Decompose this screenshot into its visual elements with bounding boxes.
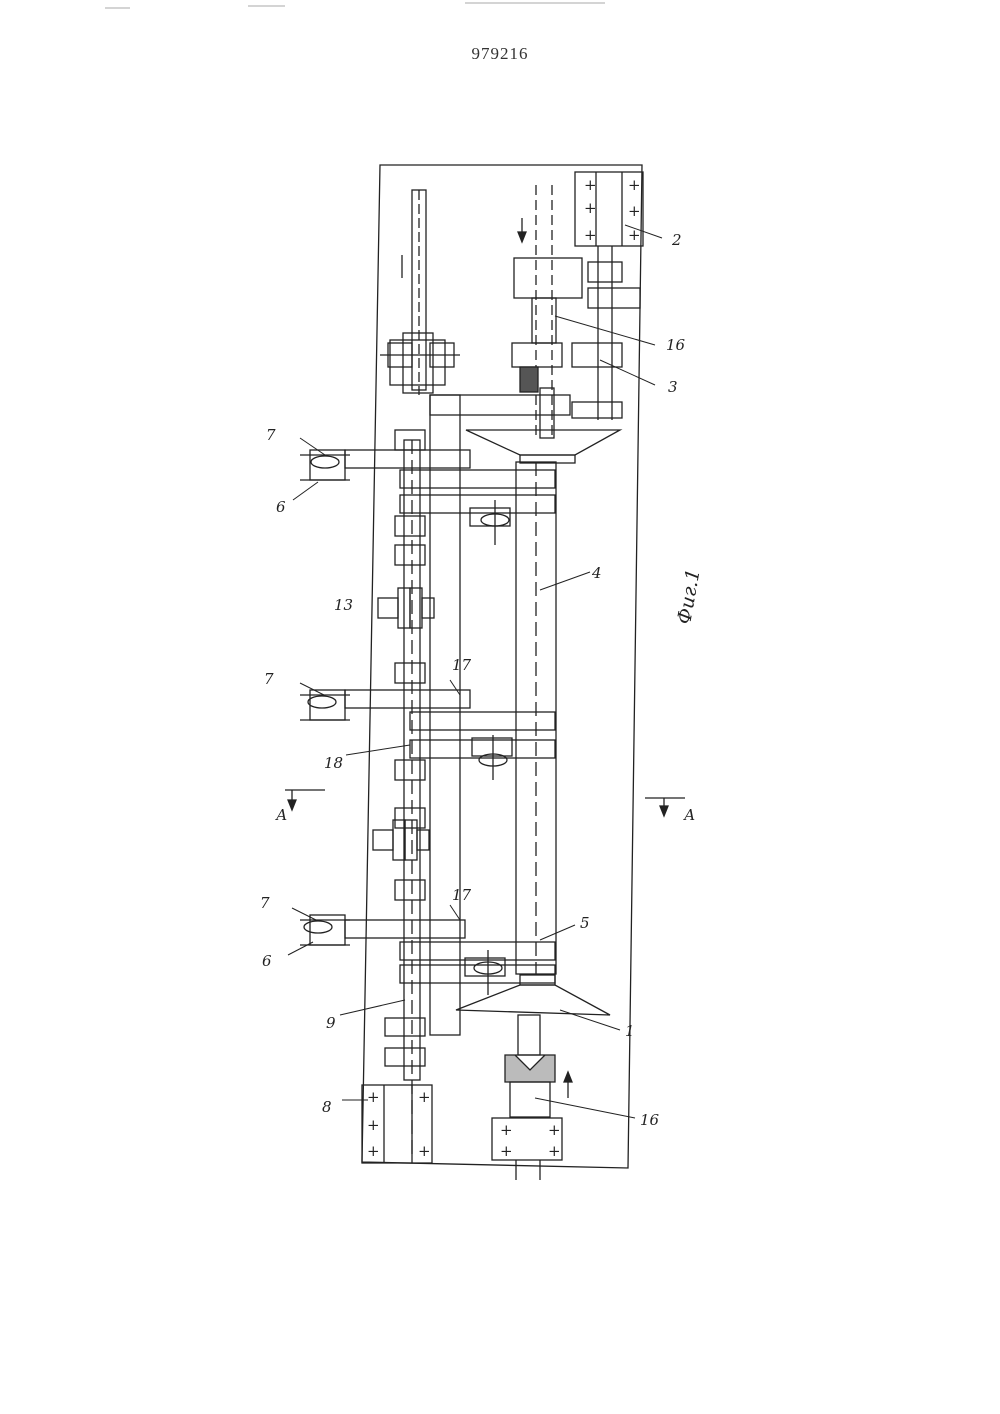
upper-rod xyxy=(390,190,445,395)
shaft-long-left xyxy=(404,395,460,1160)
svg-text:+: + xyxy=(628,202,641,220)
svg-text:+: + xyxy=(584,176,597,194)
figure-caption: Фиг.1 xyxy=(673,567,704,626)
svg-text:+: + xyxy=(500,1121,513,1139)
disk-lower-1 xyxy=(456,985,610,1015)
label-7-middle: 7 xyxy=(264,670,274,688)
sprocket-top xyxy=(380,343,460,367)
svg-text:+: + xyxy=(367,1142,380,1160)
label-3: 3 xyxy=(668,378,678,396)
crank-lower xyxy=(300,915,555,995)
label-13: 13 xyxy=(334,596,353,614)
label-1: 1 xyxy=(625,1022,635,1040)
svg-text:+: + xyxy=(548,1121,561,1139)
bearing-block-2: + + + + + + xyxy=(575,172,643,246)
label-7-lower: 7 xyxy=(260,894,270,912)
shaft-16-lower: + + + + xyxy=(492,1015,562,1180)
label-16-upper: 16 xyxy=(666,336,686,354)
svg-text:+: + xyxy=(367,1116,380,1134)
svg-text:+: + xyxy=(500,1142,513,1160)
scan-marks xyxy=(105,3,605,8)
bearing-block-8: + + + + + xyxy=(362,1085,432,1163)
direction-arrows xyxy=(402,218,572,1098)
svg-text:+: + xyxy=(584,226,597,244)
label-5: 5 xyxy=(580,914,590,932)
link-top xyxy=(430,395,570,415)
crank-upper xyxy=(300,450,555,545)
label-6-upper: 6 xyxy=(276,498,286,516)
label-16-lower: 16 xyxy=(640,1111,660,1129)
leader-lines xyxy=(288,225,662,1118)
svg-text:+: + xyxy=(418,1142,431,1160)
svg-text:+: + xyxy=(584,199,597,217)
label-9: 9 xyxy=(326,1014,336,1032)
svg-text:+: + xyxy=(418,1088,431,1106)
label-17-upper: 17 xyxy=(452,656,472,674)
section-label-left: А xyxy=(275,806,287,824)
label-4: 4 xyxy=(591,564,602,582)
disk-upper xyxy=(466,430,620,455)
section-line xyxy=(285,790,685,816)
main-shaft-4 xyxy=(516,462,556,974)
svg-text:+: + xyxy=(367,1088,380,1106)
svg-text:+: + xyxy=(628,176,641,194)
sprocket-13-upper xyxy=(378,588,434,628)
section-label-right: А xyxy=(683,806,695,824)
label-8: 8 xyxy=(322,1098,332,1116)
label-17-lower: 17 xyxy=(452,886,472,904)
label-2: 2 xyxy=(671,231,682,249)
label-6-lower: 6 xyxy=(262,952,272,970)
svg-text:+: + xyxy=(548,1142,561,1160)
label-7-upper: 7 xyxy=(266,426,276,444)
label-18: 18 xyxy=(324,754,343,772)
